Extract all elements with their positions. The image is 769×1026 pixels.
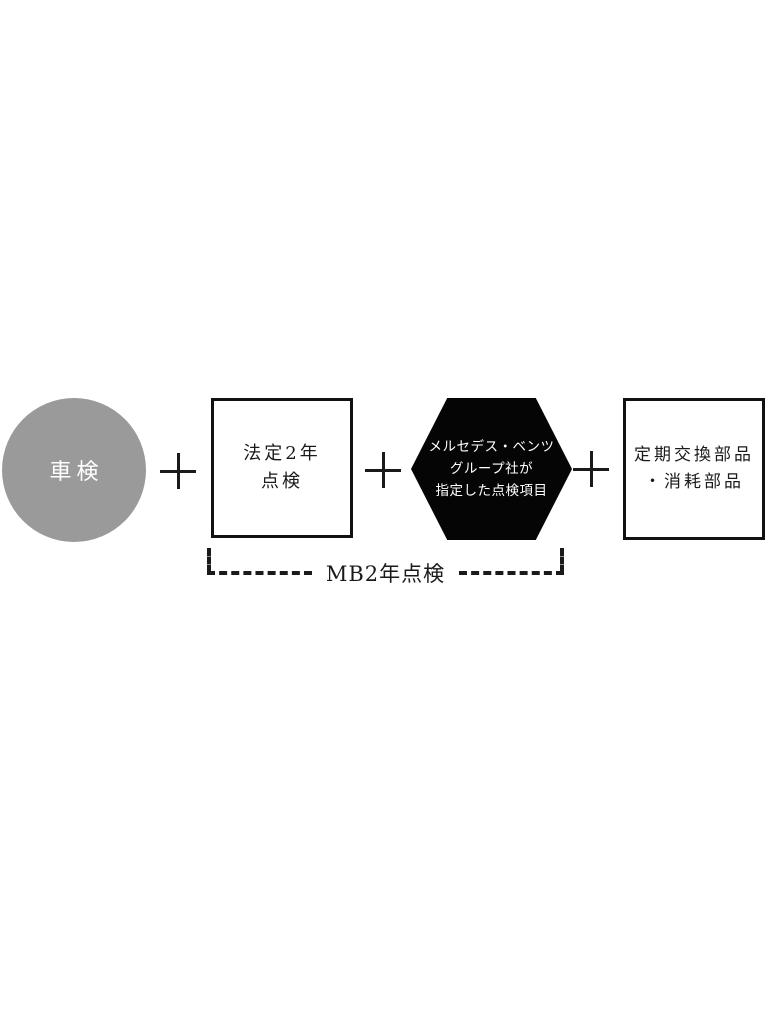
- shaken-circle-label: 車検: [49, 460, 104, 485]
- bracket-dashed-line: MB2年点検: [207, 558, 565, 588]
- plus-icon: [160, 453, 196, 489]
- bracket-left-riser: [207, 548, 211, 573]
- replacement-parts-box: 定期交換部品 ・消耗部品: [623, 398, 765, 540]
- bracket-dash-right: [459, 571, 565, 575]
- statutory-box-line2: 点検: [261, 471, 303, 492]
- hexagon-line2: グループ社が: [449, 461, 534, 477]
- hexagon-line3: 指定した点検項目: [435, 483, 548, 499]
- parts-box-line2: ・消耗部品: [644, 472, 744, 492]
- plus-icon: [365, 452, 401, 488]
- bracket-label: MB2年点検: [325, 562, 446, 586]
- mb-2year-inspection-bracket: MB2年点検: [207, 548, 565, 586]
- parts-box-line1: 定期交換部品: [634, 445, 754, 465]
- shaken-circle: 車検: [2, 398, 146, 542]
- plus-icon: [573, 451, 609, 487]
- bracket-right-riser: [560, 548, 564, 573]
- statutory-2year-inspection-box: 法定2年 点検: [211, 398, 353, 538]
- hexagon-line1: メルセデス・ベンツ: [428, 439, 555, 455]
- bracket-dash-left: [207, 571, 312, 575]
- mercedes-specified-items-hexagon: メルセデス・ベンツ グループ社が 指定した点検項目: [411, 398, 572, 540]
- statutory-box-line1: 法定2年: [243, 443, 321, 464]
